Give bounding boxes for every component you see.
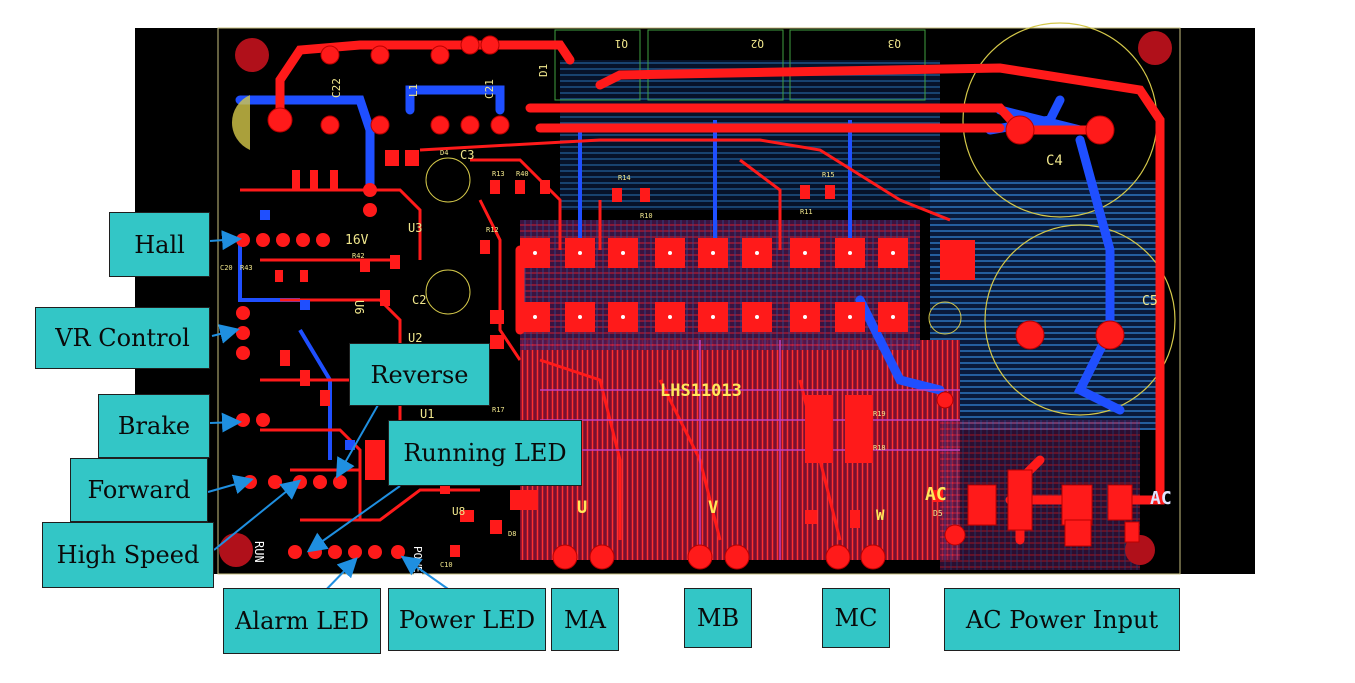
- silk-r42: R42: [352, 252, 365, 260]
- label-running-led: Running LED: [388, 420, 582, 486]
- silk-r19: R19: [873, 410, 886, 418]
- silk-r14: R14: [618, 174, 631, 182]
- silk-part-number: LHS11013: [660, 381, 742, 401]
- silk-r17: R17: [492, 406, 505, 414]
- silk-r40: R40: [516, 170, 529, 178]
- label-mc: MC: [822, 588, 890, 648]
- arrow-hall: [209, 230, 242, 251]
- label-power-led: Power LED: [388, 588, 546, 651]
- silk-q3: Q3: [888, 37, 901, 50]
- silk-c21: C21: [483, 79, 496, 99]
- silk-16v: 16V: [345, 233, 369, 248]
- silk-c20: C20: [220, 264, 233, 272]
- silk-c3: C3: [460, 148, 474, 162]
- label-forward: Forward: [70, 458, 208, 522]
- silk-d1: D1: [537, 64, 550, 77]
- silk-ac-left: AC: [925, 484, 947, 505]
- arrow-high-speed: [213, 479, 302, 551]
- silk-d5: D5: [933, 509, 943, 518]
- silk-q2: Q2: [751, 37, 764, 50]
- silk-r11: R11: [800, 208, 813, 216]
- label-reverse: Reverse: [349, 343, 490, 406]
- silk-u3: U3: [408, 221, 422, 235]
- silk-c22: C22: [330, 78, 343, 98]
- arrow-brake: [209, 412, 242, 433]
- arrow-vr-control: [211, 324, 240, 344]
- label-vr-control: VR Control: [35, 307, 210, 369]
- silk-c2: C2: [412, 293, 426, 307]
- label-high-speed: High Speed: [42, 522, 214, 588]
- label-brake: Brake: [98, 394, 210, 458]
- silk-u8: U8: [452, 505, 465, 518]
- silk-r18: R18: [873, 444, 886, 452]
- silk-u1: U1: [420, 407, 434, 421]
- arrow-reverse: [336, 404, 379, 479]
- silk-run: RUN: [252, 541, 266, 563]
- silk-power: POWER: [411, 546, 424, 579]
- silk-r13: R13: [492, 170, 505, 178]
- label-alarm-led: Alarm LED: [223, 588, 381, 654]
- label-hall: Hall: [109, 212, 210, 277]
- silk-c10: C10: [440, 561, 453, 569]
- label-ac-power-input: AC Power Input: [944, 588, 1180, 651]
- silk-q1: Q1: [615, 37, 628, 50]
- silk-u2: U2: [408, 331, 422, 345]
- silk-phase-v: V: [708, 498, 718, 518]
- silk-l1: L1: [407, 84, 420, 97]
- silk-d4: D4: [440, 149, 448, 157]
- arrow-running-led: [306, 485, 401, 553]
- silk-phase-u: U: [577, 498, 587, 518]
- silk-d8: D8: [508, 530, 516, 538]
- silk-r15: R15: [822, 171, 835, 179]
- silk-c5: C5: [1142, 294, 1158, 309]
- label-ma: MA: [551, 588, 619, 651]
- arrow-forward: [207, 474, 254, 495]
- silk-u6: U6: [352, 300, 366, 314]
- silk-c4: C4: [1046, 153, 1063, 169]
- silk-r12: R12: [486, 226, 499, 234]
- silk-ac-right: AC: [1150, 488, 1172, 509]
- silk-r10: R10: [640, 212, 653, 220]
- label-mb: MB: [684, 588, 752, 648]
- silk-r43: R43: [240, 264, 253, 272]
- copper-pour-right: [930, 180, 1160, 430]
- silk-phase-w: W: [876, 508, 885, 524]
